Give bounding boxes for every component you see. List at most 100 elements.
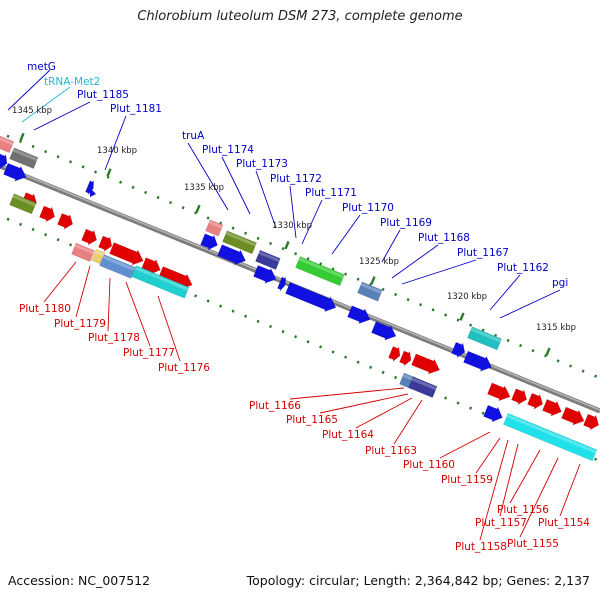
- tick-mark-lower: [306, 340, 310, 344]
- gene-label-Plut_1162[interactable]: Plut_1162: [497, 262, 549, 274]
- tick-mark-upper: [519, 343, 523, 348]
- tick-mark-upper: [206, 216, 210, 220]
- gene-Plut_1174-sheen: [225, 231, 257, 247]
- tick-mark-lower: [444, 396, 448, 400]
- gene-label-Plut_1171[interactable]: Plut_1171: [305, 187, 357, 199]
- tick-mark-upper: [31, 144, 35, 149]
- gene-label-Plut_1155[interactable]: Plut_1155: [507, 538, 559, 550]
- gene-label-Plut_1178[interactable]: Plut_1178: [88, 332, 140, 344]
- gene-label-Plut_1179[interactable]: Plut_1179: [54, 318, 106, 330]
- tick-mark-upper: [256, 236, 260, 241]
- gene-label-truA[interactable]: truA: [182, 130, 205, 142]
- gene-label-pgi[interactable]: pgi: [552, 277, 568, 289]
- gene-label-Plut_1163[interactable]: Plut_1163: [365, 445, 417, 457]
- gene-label-Plut_1159[interactable]: Plut_1159: [441, 474, 493, 486]
- gene-Plut_1172a: [200, 233, 218, 251]
- tick-mark-upper: [594, 374, 598, 378]
- gene-Plut_1176b: [147, 271, 190, 299]
- kbp-tick: [19, 132, 25, 142]
- gene-Plut_1173: [255, 249, 281, 270]
- tick-mark-upper: [119, 180, 123, 184]
- kbp-label-1330: 1330 kbp: [272, 221, 312, 231]
- gene-label-Plut_1173[interactable]: Plut_1173: [236, 158, 288, 170]
- gene-Plut_1159b: [542, 399, 562, 417]
- gene-label-Plut_1170[interactable]: Plut_1170: [342, 202, 394, 214]
- tick-mark-lower: [456, 401, 460, 405]
- gene-Plut_1174: [222, 230, 257, 255]
- kbp-tick: [459, 312, 465, 321]
- gene-label-Plut_1174[interactable]: Plut_1174: [202, 144, 254, 156]
- gene-Plut_1179: [71, 242, 95, 263]
- tick-mark-lower: [31, 227, 35, 232]
- kbp-label-1335: 1335 kbp: [184, 183, 224, 193]
- tick-mark-lower: [231, 309, 235, 313]
- gene-Plut_1178b: [98, 235, 113, 253]
- gene-label-Plut_1177[interactable]: Plut_1177: [123, 347, 175, 359]
- gene-truA: [205, 219, 224, 237]
- gene-label-Plut_1157[interactable]: Plut_1157: [475, 517, 527, 529]
- gene-label-Plut_1156[interactable]: Plut_1156: [497, 504, 549, 516]
- gene-Plut_1171: [253, 265, 277, 284]
- leader-line-3: [104, 115, 127, 171]
- leader-line-16: [75, 265, 91, 318]
- leader-line-28: [479, 439, 509, 541]
- gene-Plut_1180b: [9, 193, 37, 215]
- leader-line-21: [319, 393, 409, 414]
- leader-line-7: [289, 185, 297, 239]
- gene-label-Plut_1169[interactable]: Plut_1169: [380, 217, 432, 229]
- leader-line-11: [391, 244, 439, 279]
- tick-mark-upper: [144, 190, 148, 195]
- tick-mark-upper: [506, 338, 510, 343]
- gene-label-Plut_1164[interactable]: Plut_1164: [322, 429, 374, 441]
- gene-Plut_1172: [217, 244, 247, 266]
- gene-label-tRNA-Met2[interactable]: tRNA-Met2: [44, 76, 100, 88]
- gene-label-Plut_1185[interactable]: Plut_1185: [77, 89, 129, 101]
- tick-mark-lower: [381, 370, 385, 375]
- gene-Plut_1166a: [388, 345, 401, 363]
- gene-label-Plut_1180[interactable]: Plut_1180: [19, 303, 71, 315]
- gene-truA-sheen: [208, 220, 223, 229]
- tick-mark-lower: [294, 335, 298, 339]
- tick-mark-upper: [156, 195, 160, 200]
- gene-Plut_1167: [357, 281, 383, 302]
- map-title: Chlorobium luteolum DSM 273, complete ge…: [137, 9, 463, 24]
- gene-Plut_1162-sheen: [470, 327, 502, 343]
- gene-label-Plut_1166[interactable]: Plut_1166: [249, 400, 301, 412]
- leader-line-20: [289, 387, 405, 400]
- tick-mark-lower: [69, 243, 73, 247]
- tick-mark-lower: [369, 365, 373, 369]
- tick-mark-upper: [106, 175, 110, 179]
- gene-tRNA-Met2-region-sheen: [12, 148, 38, 162]
- gene-Plut_1179-sheen: [74, 243, 95, 255]
- tick-mark-upper: [81, 165, 85, 169]
- tick-mark-upper: [181, 206, 185, 210]
- gene-label-Plut_1158[interactable]: Plut_1158: [455, 541, 507, 553]
- leader-line-17: [107, 277, 111, 332]
- gene-label-Plut_1176[interactable]: Plut_1176: [158, 362, 210, 374]
- gene-label-metG[interactable]: metG: [27, 61, 56, 73]
- tick-mark-upper: [531, 349, 535, 353]
- tick-mark-lower: [481, 411, 485, 415]
- gene-label-Plut_1167[interactable]: Plut_1167: [457, 247, 509, 259]
- gene-label-Plut_1160[interactable]: Plut_1160: [403, 459, 455, 471]
- gene-label-Plut_1168[interactable]: Plut_1168: [418, 232, 470, 244]
- gene-Plut_1160a: [487, 382, 511, 402]
- tick-mark-lower: [219, 304, 223, 308]
- tick-mark-upper: [456, 318, 460, 322]
- gene-Plut_1163: [408, 376, 438, 398]
- gene-metG-sheen: [0, 136, 14, 146]
- tick-mark-lower: [44, 232, 48, 237]
- gene-label-Plut_1172[interactable]: Plut_1172: [270, 173, 322, 185]
- kbp-tick: [195, 204, 201, 214]
- gene-Plut_1167-sheen: [360, 282, 382, 294]
- gene-label-Plut_1181[interactable]: Plut_1181: [110, 103, 162, 115]
- tick-mark-lower: [469, 406, 473, 410]
- tick-mark-upper: [431, 308, 435, 312]
- leader-line-29: [519, 457, 559, 538]
- gene-label-Plut_1154[interactable]: Plut_1154: [538, 517, 590, 529]
- gene-label-Plut_1165[interactable]: Plut_1165: [286, 414, 338, 426]
- tick-mark-upper: [169, 201, 173, 205]
- gene-Plut_1159a: [527, 392, 543, 410]
